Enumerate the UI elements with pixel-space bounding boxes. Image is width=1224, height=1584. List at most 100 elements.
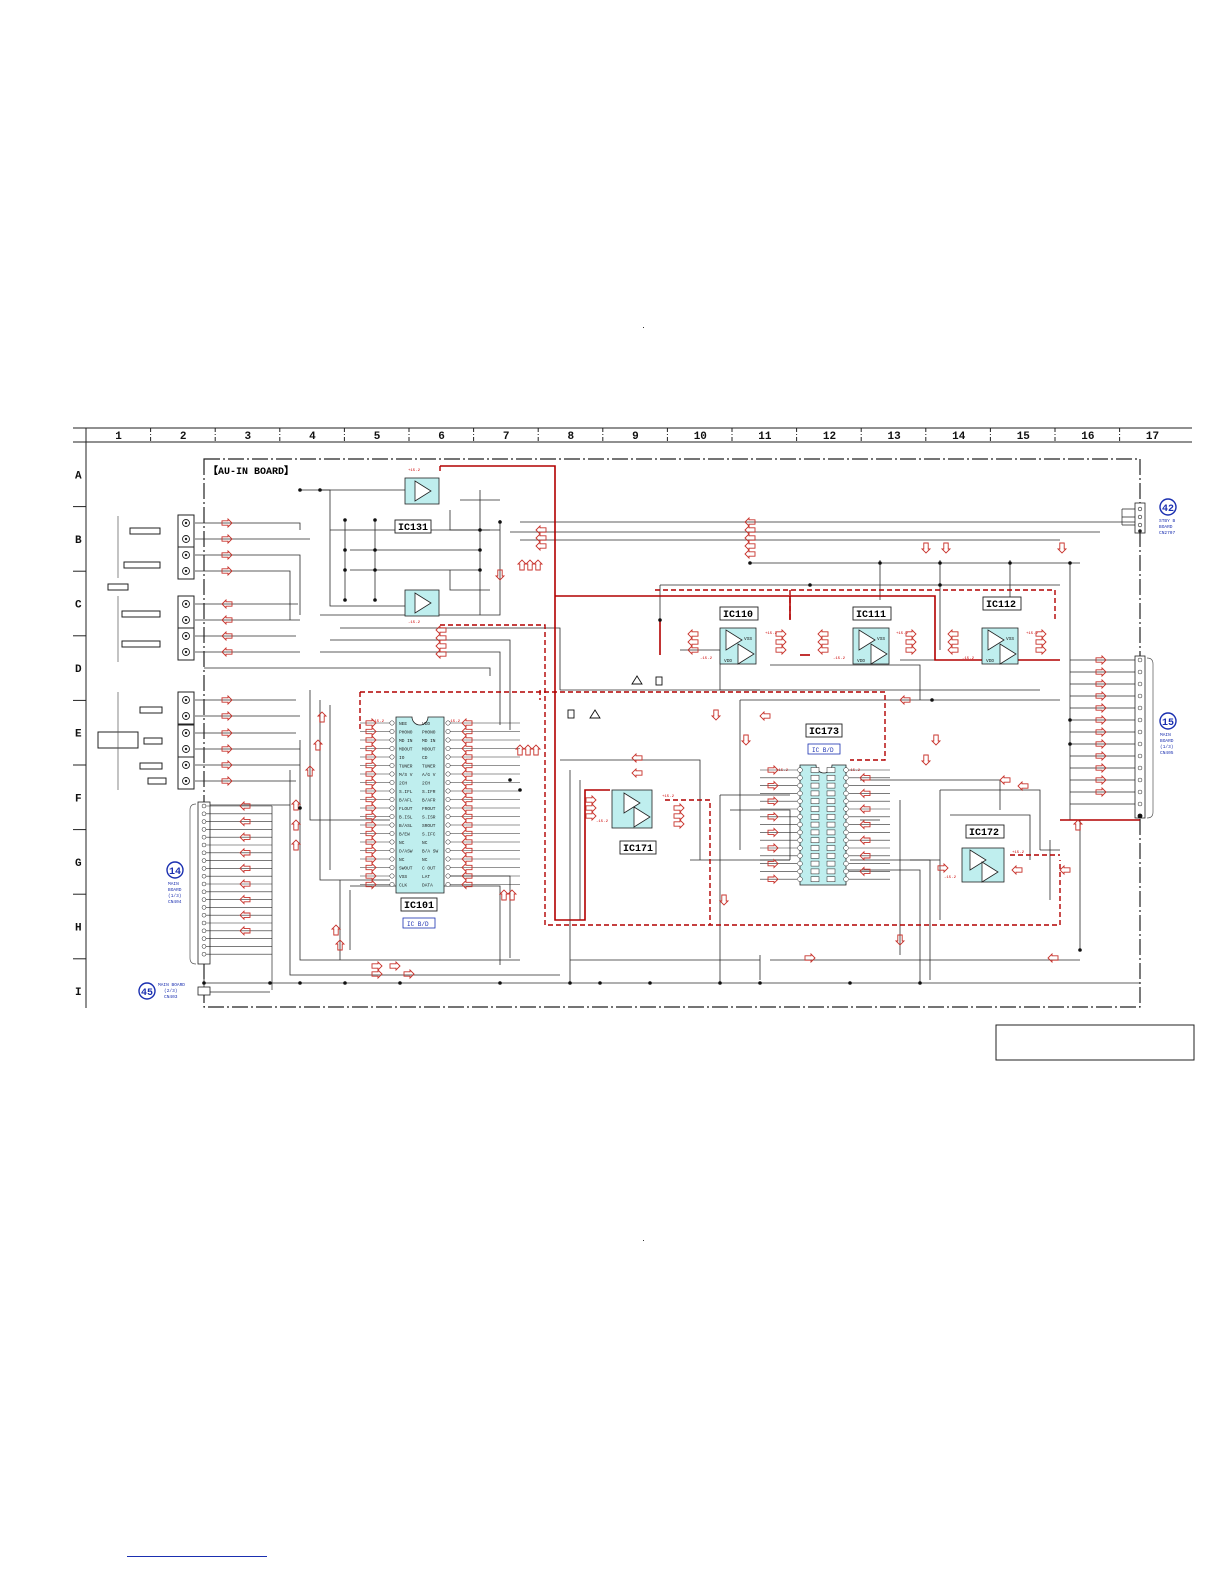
ic101-pin-left-node	[389, 771, 395, 777]
signal-arrow	[291, 819, 301, 831]
ic171: IC171 +15.2 -15.2	[596, 789, 675, 855]
junction-dot	[343, 518, 347, 522]
column-label: 12	[823, 431, 836, 443]
warning-icons	[567, 675, 663, 719]
junction-dot	[298, 488, 302, 492]
ic101-pin-left-node	[389, 822, 395, 828]
ic173-pin-right	[843, 814, 849, 820]
ic173-pin-left	[797, 821, 803, 828]
signal-arrow	[515, 744, 525, 756]
ic101-pin-right-node	[445, 788, 451, 794]
connector-14-pin	[201, 811, 207, 817]
grid-frame	[73, 427, 1192, 1008]
signal-arrow	[435, 649, 447, 659]
signal-arrow	[905, 645, 917, 655]
connector-15-pin	[1137, 681, 1143, 687]
connector-15-pin	[1137, 753, 1143, 759]
signal-arrow	[744, 549, 756, 559]
ic112: IC112 VSS VDD +15.2 -15.2	[962, 596, 1039, 665]
ic101-pin-right: S.ISR	[422, 815, 436, 821]
ic110-vdd: VDD	[724, 658, 732, 664]
column-label: 15	[1017, 431, 1031, 443]
signal-arrow	[585, 811, 597, 821]
ic101-pin-right: LAT	[422, 874, 430, 880]
column-label: 17	[1146, 431, 1159, 443]
ic173-switch	[810, 868, 820, 875]
ic173-switch	[810, 798, 820, 804]
ic101-pin-left: S.IFL	[399, 789, 413, 795]
ic173-switch	[810, 829, 820, 836]
ic173-pin-left	[797, 775, 803, 781]
ic173-switch	[810, 790, 820, 797]
column-label: 5	[374, 431, 381, 443]
ic173-switch	[810, 775, 820, 781]
junction-dot	[373, 518, 377, 522]
ic131-supply-neg: -15.2	[408, 621, 421, 625]
row-label: I	[75, 987, 82, 999]
ic173-switch	[826, 853, 836, 859]
ic101-pin-left-node	[389, 737, 395, 743]
ic173-switch	[810, 814, 820, 820]
ic101-pin-left: FLOUT	[399, 806, 413, 812]
signal-arrow	[711, 709, 721, 721]
connector-15-pin	[1137, 789, 1143, 795]
ic110-supply-neg: -15.2	[700, 657, 713, 661]
ic101-label: IC101	[404, 901, 434, 912]
junction-dot	[758, 981, 762, 985]
ic101-pin-left: B/AFL	[399, 798, 413, 804]
ic111-supply: +15.2	[896, 632, 909, 636]
ic101-pin-right: DATA	[422, 883, 433, 889]
signal-arrow	[525, 559, 535, 571]
ic101-pin-left: SWOUT	[399, 866, 413, 872]
ic101-pin-left: CLK	[399, 883, 407, 889]
ref-45-num: 45	[141, 988, 153, 999]
ic173-switch	[826, 837, 836, 843]
junction-dot	[938, 583, 942, 587]
ic173-switch	[826, 829, 836, 836]
ic101-supply-neg: -15.2	[448, 720, 461, 724]
ic101-pin-left-node	[389, 839, 395, 845]
junction-dot	[498, 520, 502, 524]
ic172-supply-neg: -15.2	[944, 876, 957, 880]
ic101-pin-right-node	[445, 814, 451, 819]
connector-14-bracket	[189, 803, 197, 965]
column-label: 2	[180, 431, 187, 443]
ic101-pin-right: 2CH	[422, 781, 430, 787]
junction-dot	[508, 778, 512, 782]
signal-arrow	[313, 739, 323, 751]
ic173-pin-right	[843, 876, 849, 882]
ic101-pin-right-node	[445, 797, 451, 802]
ic173-supply-neg: -15.2	[848, 769, 861, 773]
ic173-pin-right	[843, 829, 849, 836]
ic101-pin-left: IO	[399, 755, 405, 761]
connector-14-pin	[201, 912, 207, 918]
signal-arrow	[921, 542, 931, 554]
ic173-pin-left	[797, 814, 803, 820]
signal-arrow	[403, 969, 415, 979]
ic101-pin-right: A/G V	[422, 772, 436, 778]
ic173-pin-right	[843, 806, 849, 812]
ref-14-num: 14	[169, 867, 181, 878]
ic101-pin-right-node	[445, 763, 451, 768]
ic173-switch	[826, 845, 836, 851]
ref-45: 45 MAIN BOARD (2/3) CN403	[138, 982, 185, 1000]
ic101-pin-left-node	[389, 856, 395, 862]
connector-14-pin	[201, 866, 207, 871]
ic112-label: IC112	[986, 600, 1016, 611]
ic171-label: IC171	[623, 844, 653, 855]
row-label: D	[75, 664, 82, 676]
ref-15-line1: MAIN	[1160, 732, 1171, 738]
signal-arrow	[435, 641, 447, 651]
junction-dot	[1068, 718, 1072, 722]
junction-dot	[1068, 561, 1072, 565]
ref-14-line1: MAIN	[168, 881, 179, 887]
ic101-pin-right: B/AFR	[422, 798, 436, 804]
ref-42-line2: BOARD	[1159, 524, 1173, 530]
ic173-switch	[826, 782, 836, 789]
signal-arrow	[1035, 645, 1047, 655]
ic173-pin-right	[843, 821, 849, 828]
ic101-supply-pos: +15.2	[372, 720, 385, 724]
